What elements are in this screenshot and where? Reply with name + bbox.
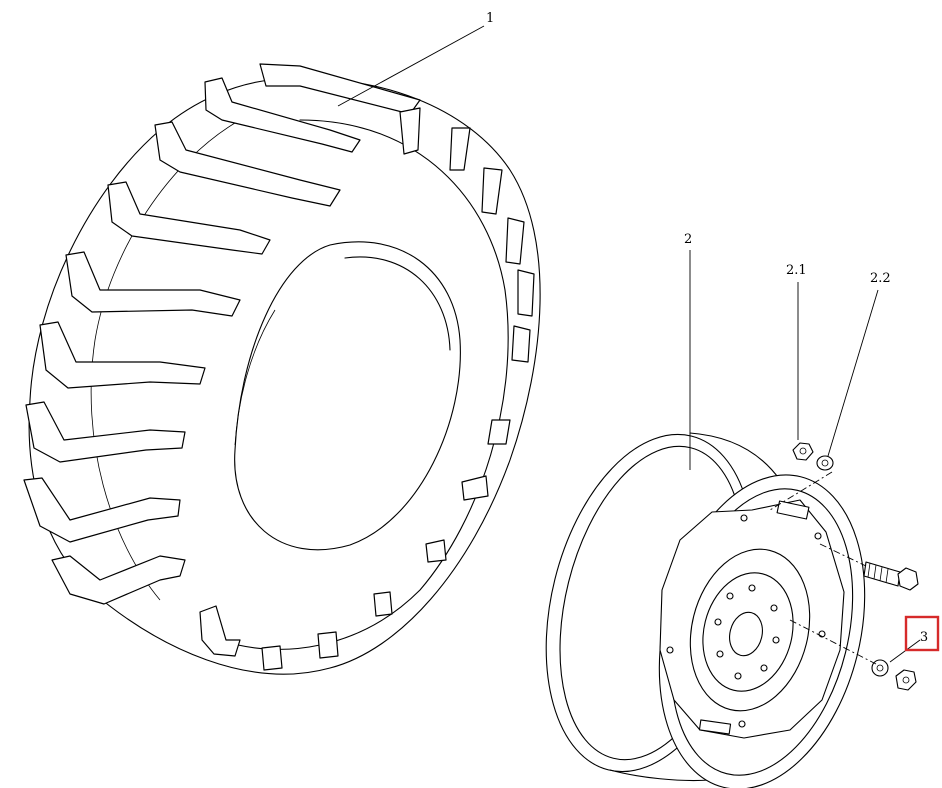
fasteners	[769, 442, 919, 691]
assembly-axis-bolt	[819, 543, 867, 567]
washer-b-icon	[871, 659, 889, 677]
tyre-drawing	[23, 63, 541, 675]
nut-a-icon	[792, 442, 814, 461]
assembly-axis-lower	[789, 619, 877, 665]
callout-label-1: 1	[486, 11, 494, 26]
callout-label-2-1: 2.1	[786, 263, 807, 278]
washer-a-icon	[816, 455, 834, 471]
tread-lugs	[23, 63, 535, 671]
highlight-box	[904, 615, 940, 652]
assembly-axis-upper	[769, 471, 833, 511]
callout-label-2: 2	[684, 232, 692, 247]
nut-b-icon	[895, 669, 917, 691]
callout-label-3[interactable]: 3	[920, 630, 928, 645]
rim-drawing	[545, 432, 866, 788]
callout-label-2-2: 2.2	[870, 271, 891, 286]
bolt-icon	[863, 561, 919, 591]
